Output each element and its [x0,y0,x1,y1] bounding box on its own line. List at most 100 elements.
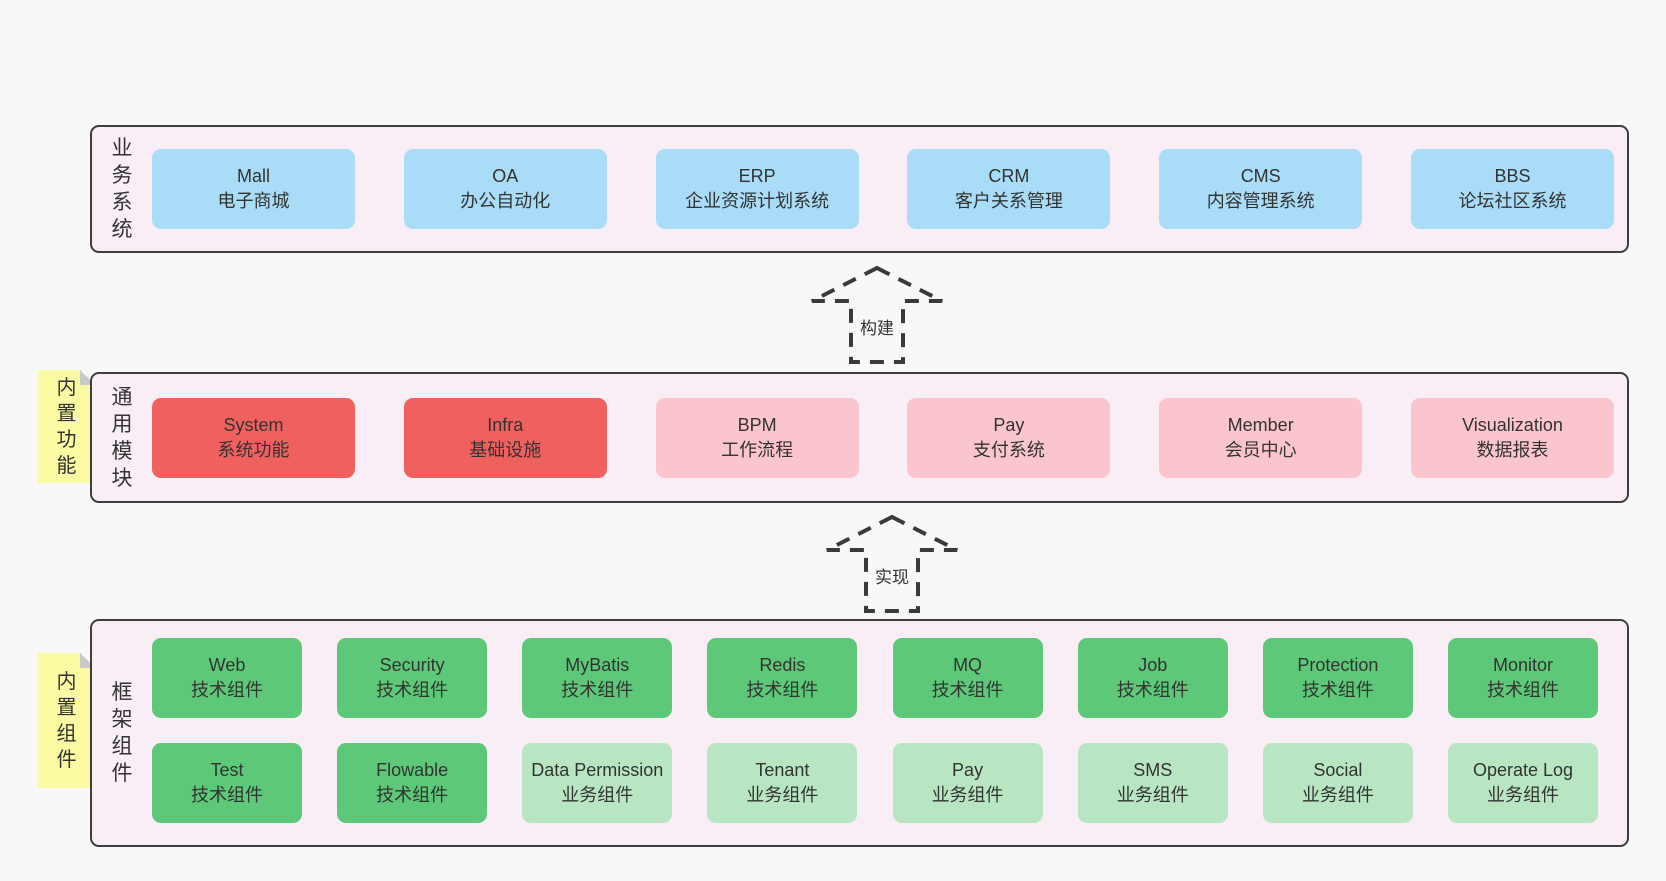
box-subtitle: 会员中心 [1224,439,1297,460]
box-sms: SMS 业务组件 [1077,743,1228,823]
box-cms: CMS 内容管理系统 [1159,149,1363,229]
layer-common-modules: 通用模块 System 系统功能 Infra 基础设施 BPM 工作流程 Pay… [90,372,1629,503]
box-subtitle: 论坛社区系统 [1458,191,1567,211]
box-subtitle: 电子商城 [217,191,290,211]
box-tenant: Tenant 业务组件 [707,743,858,823]
box-subtitle: 技术组件 [376,680,449,700]
box-title: OA [492,166,519,186]
box-title: Mall [236,166,270,186]
box-title: Flowable [376,760,449,780]
box-subtitle: 数据报表 [1476,439,1549,460]
box-subtitle: 系统功能 [217,439,290,460]
box-subtitle: 业务组件 [746,785,819,805]
layer-label-text: 通用模块 [111,385,133,490]
dashed-up-arrow-icon [811,265,943,364]
box-subtitle: 业务组件 [1301,785,1374,805]
box-title: Redis [759,655,806,675]
box-data-permission: Data Permission 业务组件 [522,743,673,823]
box-title: Test [210,760,244,780]
box-flowable: Flowable 技术组件 [337,743,488,823]
box-social: Social 业务组件 [1262,743,1413,823]
box-test: Test 技术组件 [152,743,302,823]
layer-label: 框架组件 [92,621,152,845]
box-title: Member [1227,414,1294,435]
box-subtitle: 技术组件 [746,680,819,700]
box-title: BPM [737,414,777,435]
box-title: Protection [1297,655,1379,675]
box-title: System [223,414,284,435]
sticky-note-builtin-features: 内置功能 [38,370,95,483]
box-web: Web 技术组件 [152,638,302,718]
box-title: MyBatis [565,655,630,675]
box-visualization: Visualization 数据报表 [1410,397,1614,478]
box-subtitle: 技术组件 [1116,680,1189,700]
layer-boxes: Mall 电子商城 OA 办公自动化 ERP 企业资源计划系统 CRM 客户关系… [152,127,1614,251]
layer-boxes: System 系统功能 Infra 基础设施 BPM 工作流程 Pay 支付系统… [152,374,1614,501]
box-title: Job [1138,655,1168,675]
box-redis: Redis 技术组件 [707,638,858,718]
box-mall: Mall 电子商城 [152,149,355,229]
arrow-build: 构建 [806,262,948,366]
box-subtitle: 技术组件 [376,785,449,805]
box-title: Monitor [1492,655,1553,675]
box-subtitle: 技术组件 [1301,680,1374,700]
box-title: Web [208,655,246,675]
layer-label: 业务系统 [92,127,152,251]
box-title: Infra [487,414,524,435]
box-subtitle: 技术组件 [1486,680,1559,700]
box-infra: Infra 基础设施 [403,397,607,478]
note-text: 内置组件 [56,670,77,771]
box-crm: CRM 客户关系管理 [907,149,1111,229]
box-member: Member 会员中心 [1159,397,1363,478]
box-system: System 系统功能 [152,397,355,478]
box-bpm: BPM 工作流程 [655,397,859,478]
box-title: BBS [1494,166,1531,186]
box-subtitle: 客户关系管理 [954,191,1063,211]
sticky-note-builtin-components: 内置组件 [38,653,95,788]
box-pay-component: Pay 业务组件 [892,743,1043,823]
box-subtitle: 业务组件 [561,785,634,805]
box-title: MQ [953,655,983,675]
box-subtitle: 技术组件 [931,680,1004,700]
layer-label: 通用模块 [92,374,152,501]
box-subtitle: 技术组件 [191,680,263,700]
arrow-implement: 实现 [821,511,963,615]
box-security: Security 技术组件 [337,638,488,718]
layer-label-text: 框架组件 [111,681,133,785]
box-subtitle: 支付系统 [972,439,1045,460]
box-title: Social [1313,760,1363,780]
box-title: Data Permission [531,760,664,780]
box-subtitle: 工作流程 [721,439,794,460]
box-subtitle: 基础设施 [469,439,542,460]
box-title: Pay [952,760,984,780]
box-title: Security [379,655,445,675]
box-subtitle: 业务组件 [1486,785,1559,805]
box-subtitle: 业务组件 [931,785,1004,805]
arrow-label: 构建 [857,314,897,339]
box-erp: ERP 企业资源计划系统 [655,149,859,229]
box-operate-log: Operate Log 业务组件 [1447,743,1598,823]
layer-business-systems: 业务系统 Mall 电子商城 OA 办公自动化 ERP 企业资源计划系统 CRM… [90,125,1629,253]
layer-framework-components: 框架组件 Web 技术组件 Security 技术组件 MyBatis 技术组件… [90,619,1629,847]
dashed-up-arrow-icon [826,514,958,613]
box-monitor: Monitor 技术组件 [1447,638,1598,718]
box-subtitle: 业务组件 [1116,785,1189,805]
box-title: Pay [993,414,1025,435]
layer-label-text: 业务系统 [111,137,133,241]
layer-boxes: Web 技术组件 Security 技术组件 MyBatis 技术组件 Redi… [152,621,1598,845]
box-subtitle: 办公自动化 [460,191,551,211]
box-bbs: BBS 论坛社区系统 [1410,149,1614,229]
box-protection: Protection 技术组件 [1262,638,1413,718]
box-title: ERP [738,166,776,186]
arrow-label: 实现 [872,563,912,588]
box-pay-system: Pay 支付系统 [907,397,1111,478]
box-subtitle: 内容管理系统 [1206,191,1315,211]
box-oa: OA 办公自动化 [403,149,607,229]
box-title: CMS [1240,166,1281,186]
box-title: Tenant [755,760,810,780]
box-subtitle: 企业资源计划系统 [685,191,830,211]
box-mq: MQ 技术组件 [892,638,1043,718]
component-row-1: Web 技术组件 Security 技术组件 MyBatis 技术组件 Redi… [152,638,1598,718]
box-job: Job 技术组件 [1077,638,1228,718]
